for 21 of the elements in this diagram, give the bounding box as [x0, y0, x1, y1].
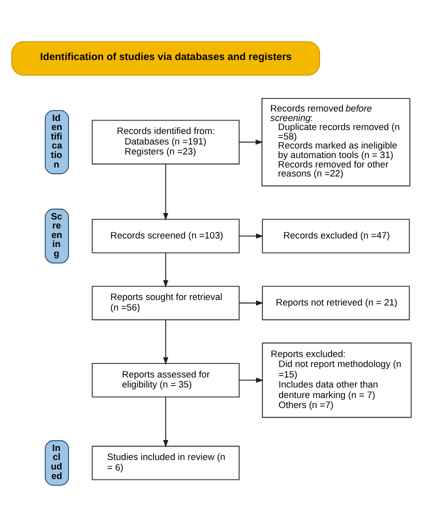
node-box: Studies included in review (n = 6) [92, 446, 240, 480]
node-box: Records screened (n =103) [92, 218, 240, 254]
node-box: Reports excluded: Did not report methodology (n =15) Includes data other than denture marking (n = 7) Others (n =7) [262, 342, 412, 418]
node-box: Records excluded (n =47) [262, 218, 410, 254]
arrow [163, 319, 168, 365]
node-box: Records removed before screening: Duplicate records removed (n =58) Records marked as ineligible by automation tools (n = 31) Records removed for other reasons (n =22) [261, 98, 410, 186]
arrow [163, 252, 168, 288]
node-box: Reports assessed for eligibility (n = 35) [92, 363, 240, 398]
arrow [239, 140, 264, 145]
arrow [239, 233, 264, 239]
arrow [163, 164, 168, 220]
node-box: Identification of studies via databases and registers [11, 41, 320, 76]
node-box: In cl ud ed [44, 440, 69, 486]
arrow [163, 396, 168, 448]
node-box: Reports sought for retrieval (n =56) [92, 286, 240, 320]
node-box: Records identified from: Databases (n =191) Registers (n =23) [92, 120, 240, 164]
node-box: Reports not retrieved (n = 21) [262, 286, 410, 320]
node-box: Sc re en in g [44, 208, 69, 264]
arrow [238, 378, 264, 383]
arrow [239, 300, 264, 306]
node-box: Id en tifi ca tio n [44, 110, 69, 174]
